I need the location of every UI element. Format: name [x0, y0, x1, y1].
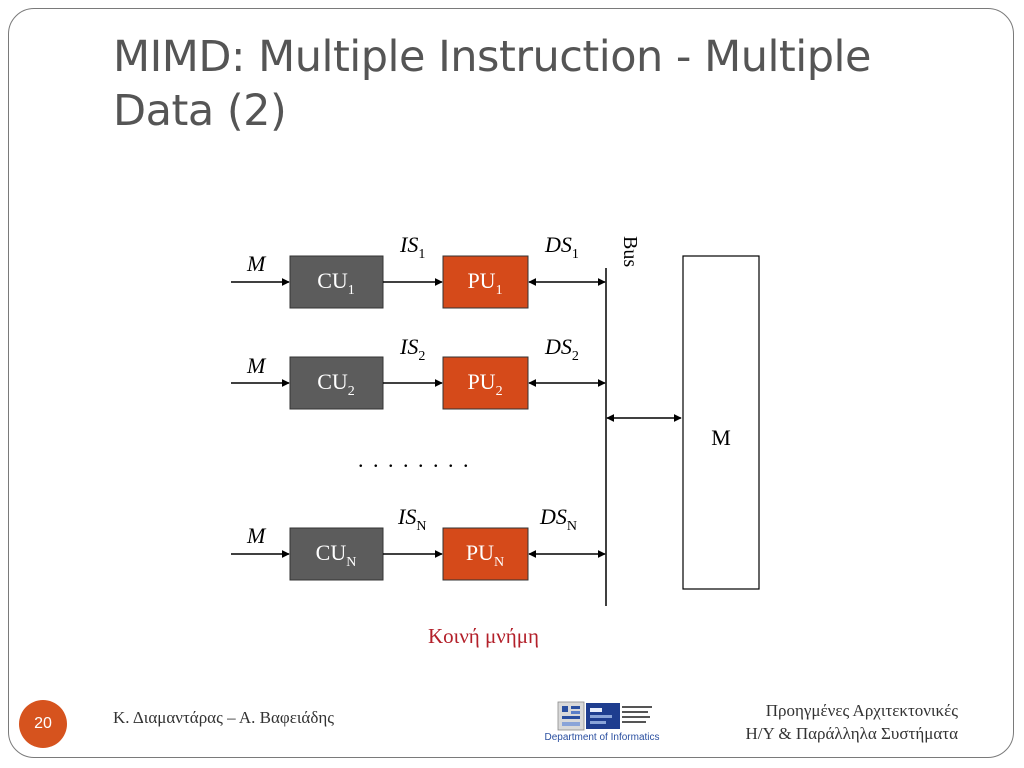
instruction-stream-label-1: IS1: [399, 232, 425, 262]
data-stream-label-1: DS1: [544, 232, 579, 262]
memory-block-label: M: [711, 425, 731, 450]
instruction-stream-label-2: IS2: [399, 334, 425, 364]
control-unit-label-n: CUN: [316, 540, 357, 570]
shared-memory-caption: Κοινή μνήμη: [428, 624, 540, 648]
processing-unit-label-n: PUN: [466, 540, 504, 570]
course-line-2: Η/Υ & Παράλληλα Συστήματα: [745, 724, 958, 743]
department-logo: Department of Informatics: [524, 700, 680, 744]
processing-unit-n: [442, 527, 529, 581]
shared-memory-block: [682, 255, 760, 590]
data-stream-label-2: DS2: [544, 334, 579, 364]
processing-unit-label-1: PU1: [467, 268, 502, 298]
control-unit-label-1: CU1: [317, 268, 355, 298]
title-line-1: MIMD: Multiple Instruction - Multiple: [113, 32, 871, 82]
memory-input-label-1: M: [246, 251, 267, 276]
processor-row-1: M CU1 IS1 PU1 DS1: [231, 232, 606, 309]
footer-course: Προηγμένες Αρχιτεκτονικές Η/Υ & Παράλληλ…: [745, 699, 958, 745]
processing-unit-1: [442, 255, 529, 309]
data-stream-label-n: DSN: [539, 504, 577, 534]
course-line-1: Προηγμένες Αρχιτεκτονικές: [765, 701, 958, 720]
slide-frame: [8, 8, 1014, 758]
control-unit-2: [289, 356, 384, 410]
instruction-stream-label-n: ISN: [397, 504, 426, 534]
control-unit-1: [289, 255, 384, 309]
memory-input-label-2: M: [246, 353, 267, 378]
processor-row-n: M CUN ISN PUN DSN: [231, 504, 606, 581]
processor-row-2: M CU2 IS2 PU2 DS2: [231, 334, 606, 410]
bus-label: Bus: [619, 236, 641, 267]
slide-title: MIMD: Multiple Instruction - Multiple Da…: [113, 30, 973, 138]
control-unit-label-2: CU2: [317, 369, 355, 399]
processing-unit-2: [442, 356, 529, 410]
rows-ellipsis: . . . . . . . .: [358, 447, 471, 472]
page-number-badge: 20: [19, 700, 67, 748]
processing-unit-label-2: PU2: [467, 369, 502, 399]
university-logo-icon: [557, 701, 652, 731]
footer-authors: Κ. Διαμαντάρας – Α. Βαφειάδης: [113, 708, 334, 727]
title-line-2: Data (2): [113, 86, 287, 136]
memory-input-label-n: M: [246, 523, 267, 548]
control-unit-n: [289, 527, 384, 581]
logo-caption: Department of Informatics: [544, 732, 660, 743]
